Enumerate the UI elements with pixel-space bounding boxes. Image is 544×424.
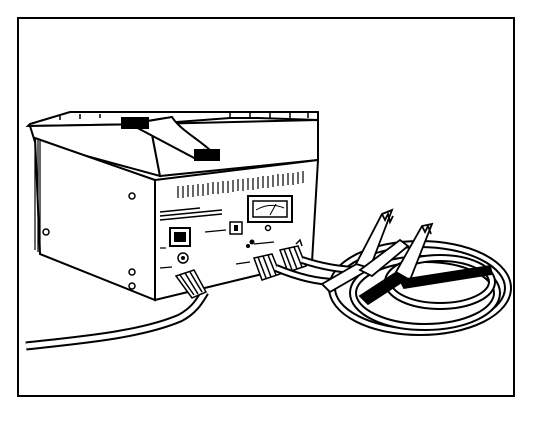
battery-clamp-red [320, 208, 410, 294]
battery-clamp-black [358, 222, 494, 306]
cord-strain-relief [174, 269, 208, 299]
vent-slots [177, 171, 304, 198]
carry-handle [121, 115, 220, 162]
model-label [159, 207, 223, 221]
screw [42, 228, 50, 236]
screw [128, 192, 136, 200]
power-cord [25, 289, 209, 351]
indicator-lamp [264, 224, 272, 232]
screw [128, 282, 136, 290]
screw [128, 268, 136, 276]
power-switch[interactable] [169, 227, 191, 247]
output-cable-strain-relief [253, 245, 307, 281]
screw [246, 244, 250, 248]
cooling-fins [59, 113, 309, 120]
ammeter [247, 195, 293, 223]
selector-switch[interactable] [229, 221, 243, 235]
